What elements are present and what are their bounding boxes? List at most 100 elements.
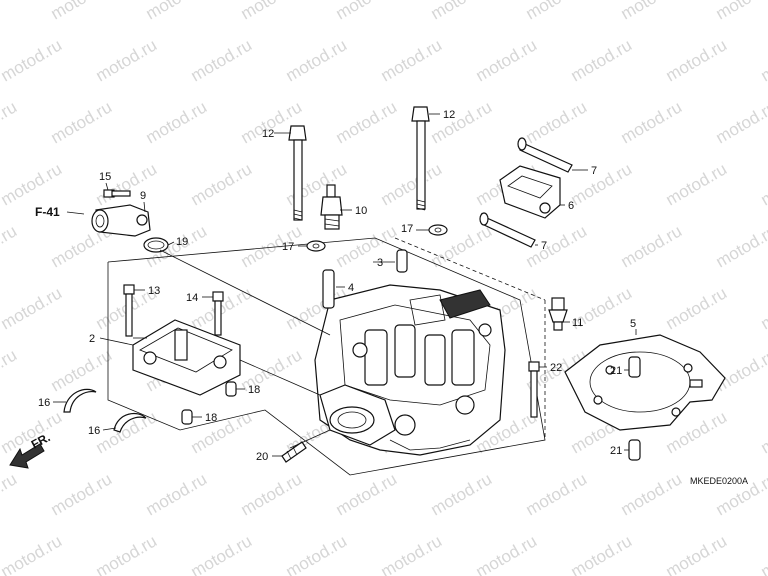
watermark-text: motod.ru [618, 221, 686, 271]
watermark-text: motod.ru [143, 0, 211, 23]
callout-22: 22 [550, 362, 562, 374]
watermark-text: motod.ru [48, 97, 116, 147]
callout-19: 19 [176, 236, 188, 248]
callout-3: 3 [377, 257, 383, 269]
rocker-shaft-upper [517, 137, 573, 173]
head-bolt-left [288, 125, 307, 221]
watermark-text: motod.ru [188, 35, 256, 85]
watermark-text: motod.ru [758, 159, 768, 209]
watermark-text: motod.ru [0, 0, 20, 23]
callout-18-lower: 18 [205, 412, 217, 424]
callout-12-left: 12 [262, 128, 274, 140]
rocker-arm [499, 165, 561, 219]
watermark-text: motod.ru [713, 0, 768, 23]
watermark-text: motod.ru [713, 345, 768, 395]
watermark-text: motod.ru [238, 221, 306, 271]
watermark-text: motod.ru [428, 0, 496, 23]
callout-16-upper: 16 [38, 397, 50, 409]
front-direction-arrow [9, 443, 45, 469]
watermark-text: motod.ru [523, 469, 591, 519]
watermark-text: motod.ru [0, 221, 20, 271]
dowel-21-lower [628, 439, 641, 461]
callout-11: 11 [572, 317, 583, 329]
watermark-text: motod.ru [758, 531, 768, 576]
callout-9: 9 [140, 190, 146, 202]
callout-14: 14 [186, 292, 198, 304]
watermark-text: motod.ru [48, 345, 116, 395]
watermark-text: motod.ru [618, 469, 686, 519]
watermark-text: motod.ru [713, 221, 768, 271]
watermark-text: motod.ru [93, 531, 161, 576]
stud-bolt [281, 441, 307, 463]
callout-12-right: 12 [443, 109, 455, 121]
diagram-code: MKEDE0200A [690, 476, 748, 486]
watermark-text: motod.ru [0, 345, 20, 395]
watermark-text: motod.ru [663, 283, 731, 333]
watermark-text: motod.ru [523, 0, 591, 23]
watermark-text: motod.ru [758, 35, 768, 85]
watermark-text: motod.ru [0, 531, 65, 576]
watermark-text: motod.ru [333, 221, 401, 271]
watermark-text: motod.ru [0, 97, 20, 147]
watermark-text: motod.ru [713, 97, 768, 147]
watermark-text: motod.ru [0, 159, 65, 209]
watermark-text: motod.ru [473, 35, 541, 85]
bolt-22 [528, 361, 540, 418]
head-bolt-right [411, 106, 430, 211]
guide-4 [322, 269, 335, 309]
watermark-text: motod.ru [283, 35, 351, 85]
joint-bolt [103, 189, 131, 198]
callout-17-left: 17 [282, 241, 294, 253]
camshaft-holder [132, 319, 241, 396]
watermark-text: motod.ru [618, 0, 686, 23]
watermark-text: motod.ru [143, 97, 211, 147]
callout-2: 2 [89, 333, 95, 345]
holder-bolt-14 [212, 291, 224, 336]
watermark-text: motod.ru [93, 159, 161, 209]
head-gasket [564, 334, 726, 431]
callout-7-upper: 7 [591, 165, 597, 177]
watermark-text: motod.ru [663, 159, 731, 209]
boundary-dash-1 [394, 237, 546, 301]
callout-18-upper: 18 [248, 384, 260, 396]
watermark-text: motod.ru [238, 0, 306, 23]
water-joint [91, 204, 151, 237]
watermark-text: motod.ru [48, 469, 116, 519]
dowel-21-upper [628, 356, 641, 378]
callout-16-lower: 16 [88, 425, 100, 437]
watermark-text: motod.ru [473, 531, 541, 576]
temperature-sensor [548, 297, 568, 331]
reference-f41-label: F-41 [35, 205, 60, 219]
assembly-boundary [107, 237, 546, 476]
watermark-text: motod.ru [188, 531, 256, 576]
watermark-text: motod.ru [663, 531, 731, 576]
clip-16-lower [113, 412, 147, 433]
watermark-text: motod.ru [333, 0, 401, 23]
callout-7-lower: 7 [541, 240, 547, 252]
callout-21-lower: 21 [610, 445, 622, 457]
callout-5: 5 [630, 318, 636, 330]
callout-20: 20 [256, 451, 268, 463]
watermark-text: motod.ru [0, 283, 65, 333]
watermark-text: motod.ru [428, 97, 496, 147]
watermark-text: motod.ru [0, 469, 20, 519]
spark-plug [320, 184, 343, 230]
rocker-shaft-lower [479, 212, 536, 248]
watermark-text: motod.ru [238, 469, 306, 519]
watermark-text: motod.ru [93, 35, 161, 85]
watermark-text: motod.ru [283, 531, 351, 576]
callout-10: 10 [355, 205, 367, 217]
watermark-text: motod.ru [618, 97, 686, 147]
watermark-text: motod.ru [333, 469, 401, 519]
callout-15: 15 [99, 171, 111, 183]
watermark-text: motod.ru [0, 35, 65, 85]
washer-left [306, 240, 326, 252]
leader-lines [53, 113, 637, 457]
callout-labels: 2 3 4 5 6 7 7 9 10 11 12 12 13 14 15 16 … [38, 109, 636, 463]
callout-13: 13 [148, 285, 160, 297]
watermark-text: motod.ru [143, 469, 211, 519]
watermark-text: motod.ru [188, 159, 256, 209]
clip-16-upper [63, 388, 97, 413]
